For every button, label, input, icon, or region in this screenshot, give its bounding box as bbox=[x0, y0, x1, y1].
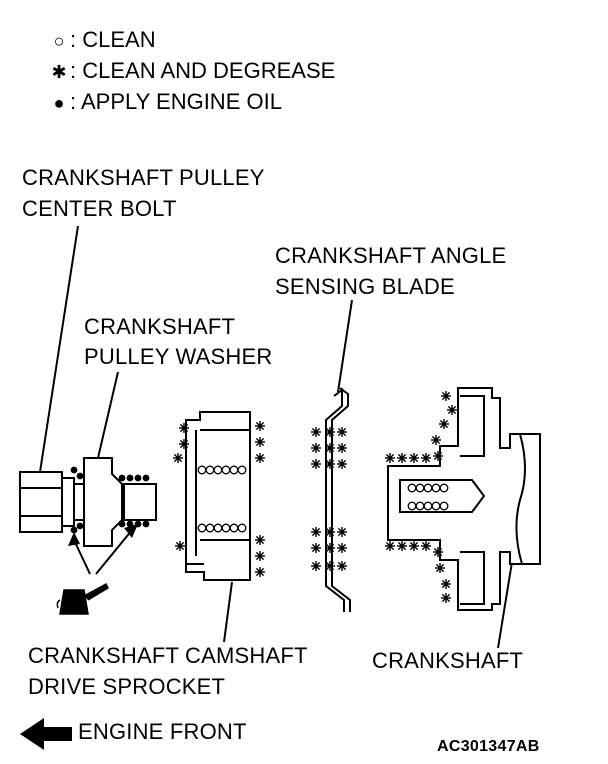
label-sprocket-line2: DRIVE SPROCKET bbox=[28, 674, 226, 699]
leader-crankshaft bbox=[497, 561, 513, 649]
leader-washer bbox=[97, 371, 119, 459]
open-circle-icon: ○ bbox=[53, 31, 65, 51]
oil-can-icon bbox=[56, 582, 109, 615]
label-blade-line2: SENSING BLADE bbox=[275, 274, 455, 299]
legend-apply-oil: ●: APPLY ENGINE OIL bbox=[48, 90, 282, 115]
leader-blade bbox=[337, 299, 353, 393]
angle-sensing-blade bbox=[325, 387, 351, 612]
camshaft-drive-sprocket bbox=[185, 411, 251, 581]
legend-clean-degrease-text: : CLEAN AND DEGREASE bbox=[70, 58, 336, 83]
oil-arrowhead-right bbox=[124, 524, 138, 538]
label-engine-front: ENGINE FRONT bbox=[78, 719, 247, 744]
label-pulley-bolt-line1: CRANKSHAFT PULLEY bbox=[22, 165, 265, 190]
engine-front-arrow-icon bbox=[20, 718, 72, 750]
oil-arrow-left bbox=[73, 539, 91, 575]
label-washer-line2: PULLEY WASHER bbox=[84, 344, 273, 369]
legend-clean-degrease: ✱: CLEAN AND DEGREASE bbox=[48, 59, 335, 84]
legend-clean: ○: CLEAN bbox=[48, 28, 156, 53]
figure-code: AC301347AB bbox=[437, 738, 540, 755]
crankshaft-end bbox=[387, 387, 541, 611]
legend-apply-oil-text: : APPLY ENGINE OIL bbox=[70, 89, 282, 114]
label-sprocket-line1: CRANKSHAFT CAMSHAFT bbox=[28, 643, 308, 668]
legend-clean-text: : CLEAN bbox=[70, 27, 156, 52]
asterisk-icon: ✱ bbox=[51, 62, 67, 82]
oil-arrow-right bbox=[95, 529, 133, 575]
label-washer-line1: CRANKSHAFT bbox=[84, 314, 236, 339]
label-blade-line1: CRANKSHAFT ANGLE bbox=[275, 243, 507, 268]
oil-arrowhead-left bbox=[68, 532, 80, 546]
pulley-washer bbox=[83, 457, 123, 547]
label-crankshaft: CRANKSHAFT bbox=[372, 648, 524, 673]
filled-dot-icon: ● bbox=[53, 93, 65, 113]
leader-pulley-bolt bbox=[39, 225, 79, 473]
leader-sprocket bbox=[223, 581, 233, 643]
label-pulley-bolt-line2: CENTER BOLT bbox=[22, 196, 177, 221]
degrease-marks-blade bbox=[310, 426, 348, 572]
